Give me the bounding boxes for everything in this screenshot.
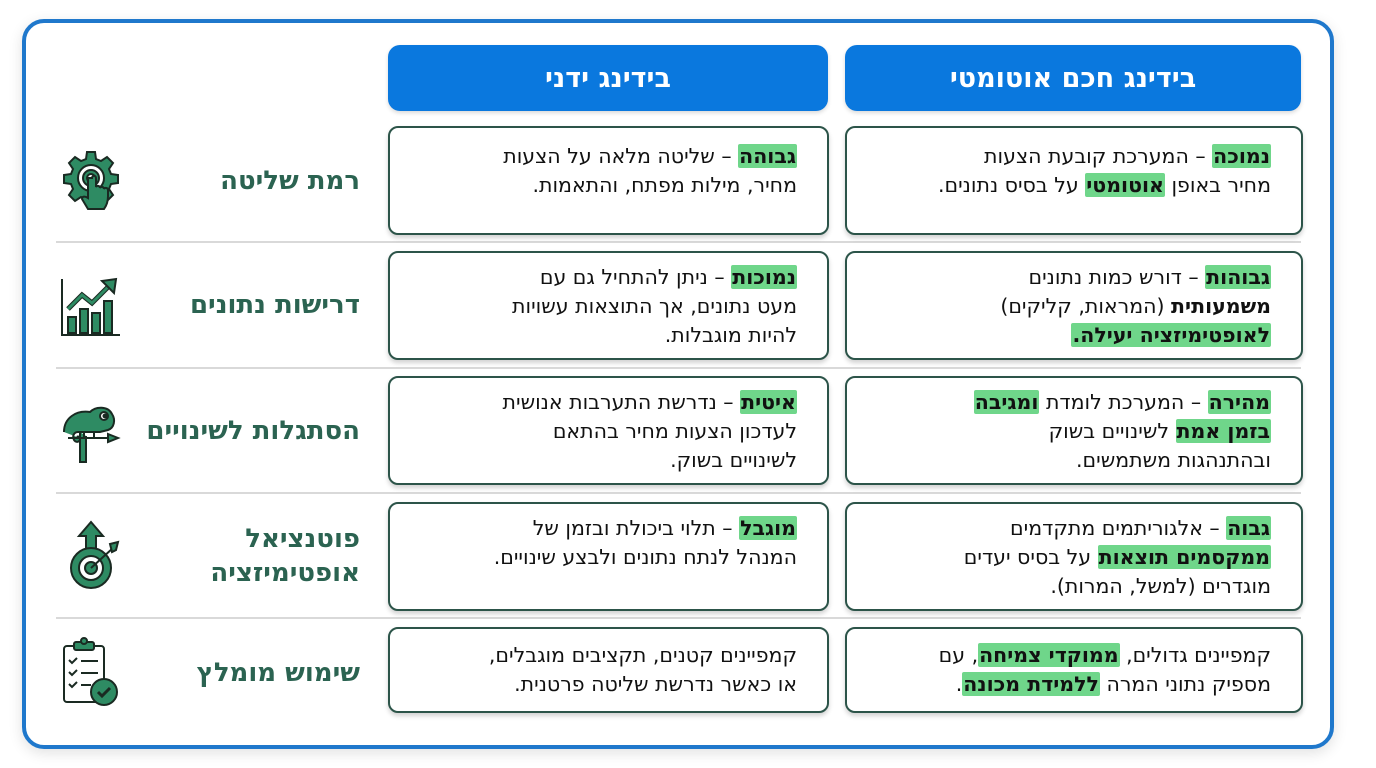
cell-manual-data-requirements: נמוכות – ניתן להתחיל גם עם מעט נתונים, א… — [388, 251, 829, 360]
cell-manual-recommended-use: קמפיינים קטנים, תקציבים מוגבלים, או כאשר… — [388, 627, 829, 713]
cell-manual-control-level: גבוהה – שליטה מלאה על הצעות מחיר, מילות … — [388, 126, 829, 235]
cell-text-segment: מחיר, מילות מפתח, והתאמות. — [532, 173, 797, 197]
cell-text: מוגבל – תלוי ביכולת ובזמן של המנהל לנתח … — [404, 514, 797, 572]
row-label-line: אופטימיזציה — [210, 558, 360, 588]
cell-text-segment: מחיר באופן — [1164, 173, 1271, 197]
cell-manual-optimization-potential: מוגבל – תלוי ביכולת ובזמן של המנהל לנתח … — [388, 502, 829, 611]
cell-manual-adaptation: איטית – נדרשת התערבות אנושית לעדכון הצעו… — [388, 376, 829, 485]
row-label-data-requirements: דרישות נתונים — [189, 290, 360, 320]
cell-text-segment: – דורש כמות נתונים — [1028, 265, 1206, 289]
cell-auto-adaptation: מהירה – המערכת לומדת ומגיבה בזמן אמת לשי… — [845, 376, 1303, 485]
highlight-term: נמוכה — [1212, 144, 1271, 168]
cell-text-segment: על בסיס נתונים. — [937, 173, 1086, 197]
row-label-recommended-use: שימוש מומלץ — [196, 658, 360, 688]
cell-text-segment: לעדכון הצעות מחיר בהתאם — [552, 419, 797, 443]
cell-text-segment: להיות מוגבלות. — [664, 323, 797, 347]
highlight-term: גבוהות — [1205, 265, 1271, 289]
cell-text-segment: המנהל לנתח נתונים ולבצע שינויים. — [493, 545, 797, 569]
highlight-term: ממוקדי צמיחה — [978, 643, 1120, 667]
highlight-term: ללמידת מכונה — [962, 672, 1100, 696]
cell-text-segment: על בסיס יעדים — [963, 545, 1098, 569]
cell-text-segment: מספיק נתוני המרה — [1099, 672, 1271, 696]
cell-text: נמוכות – ניתן להתחיל גם עם מעט נתונים, א… — [404, 263, 797, 350]
cell-text-segment: לשינויים בשוק. — [670, 448, 797, 472]
cell-text-segment: – ניתן להתחיל גם עם — [539, 265, 732, 289]
chameleon-icon — [58, 398, 124, 464]
cell-text-segment: מוגדרים (למשל, המרות). — [1050, 574, 1271, 598]
highlight-term: גבוהה — [738, 144, 797, 168]
highlight-term: גבוה — [1226, 516, 1271, 540]
cell-text: גבוה – אלגוריתמים מתקדמים ממקסמים תוצאות… — [861, 514, 1271, 601]
cell-text-segment: מעט נתונים, אך התוצאות עשויות — [512, 294, 797, 318]
clipboard-checklist-icon — [58, 636, 124, 708]
cell-text-segment: – המערכת לומדת — [1039, 390, 1208, 414]
cell-auto-control-level: נמוכה – המערכת קובעת הצעות מחיר באופן או… — [845, 126, 1303, 235]
column-header-auto-bidding: בידינג חכם אוטומטי — [845, 45, 1301, 111]
cell-text-segment: – נדרשת התערבות אנושית — [502, 390, 741, 414]
cell-text-segment: , עם — [938, 643, 979, 667]
cell-text-segment: לשינויים בשוק — [1048, 419, 1176, 443]
cell-text-segment: – תלוי ביכולת ובזמן של — [532, 516, 740, 540]
cell-auto-optimization-potential: גבוה – אלגוריתמים מתקדמים ממקסמים תוצאות… — [845, 502, 1303, 611]
cell-text: גבוהות – דורש כמות נתונים משמעותית (המרא… — [861, 263, 1271, 350]
column-header-manual-bidding: בידינג ידני — [388, 45, 828, 111]
row-separator — [56, 617, 1301, 619]
row-label-optimization-potential: פוטנציאל אופטימיזציה — [140, 522, 360, 590]
cell-text-segment: . — [955, 672, 963, 696]
cell-text: איטית – נדרשת התערבות אנושית לעדכון הצעו… — [404, 388, 797, 475]
column-header-manual-label: בידינג ידני — [545, 62, 671, 94]
highlight-term: ממקסמים תוצאות — [1097, 545, 1271, 569]
cell-text-segment: – אלגוריתמים מתקדמים — [1010, 516, 1227, 540]
cell-text-segment: או כאשר נדרשת שליטה פרטנית. — [514, 672, 797, 696]
cell-text: גבוהה – שליטה מלאה על הצעות מחיר, מילות … — [404, 142, 797, 200]
row-label-control-level: רמת שליטה — [220, 166, 360, 196]
column-header-auto-label: בידינג חכם אוטומטי — [949, 62, 1197, 94]
cell-auto-recommended-use: קמפיינים גדולים, ממוקדי צמיחה, עם מספיק … — [845, 627, 1303, 713]
cell-text-segment: – שליטה מלאה על הצעות — [503, 144, 739, 168]
cell-text: קמפיינים קטנים, תקציבים מוגבלים, או כאשר… — [404, 641, 797, 699]
highlight-term: לאופטימיזציה יעילה. — [1071, 323, 1271, 347]
growth-chart-icon — [58, 273, 124, 339]
gear-hand-touch-icon — [58, 148, 124, 214]
cell-text-segment: ובהתנהגות משתמשים. — [1075, 448, 1271, 472]
highlight-term: ומגיבה — [973, 390, 1040, 414]
row-label-line: פוטנציאל — [245, 524, 360, 554]
row-separator — [56, 241, 1301, 243]
highlight-term: איטית — [740, 390, 797, 414]
cell-text: נמוכה – המערכת קובעת הצעות מחיר באופן או… — [861, 142, 1271, 200]
row-label-adaptation: הסתגלות לשינויים — [146, 416, 360, 446]
highlight-term: נמוכות — [731, 265, 797, 289]
cell-text-segment: (המראות, קליקים) — [1000, 294, 1172, 318]
cell-auto-data-requirements: גבוהות – דורש כמות נתונים משמעותית (המרא… — [845, 251, 1303, 360]
cell-text-segment: – המערכת קובעת הצעות — [984, 144, 1213, 168]
highlight-term: בזמן אמת — [1175, 419, 1271, 443]
cell-text: קמפיינים גדולים, ממוקדי צמיחה, עם מספיק … — [861, 641, 1271, 699]
cell-text: מהירה – המערכת לומדת ומגיבה בזמן אמת לשי… — [861, 388, 1271, 475]
row-separator — [56, 367, 1301, 369]
cell-text-segment: קמפיינים גדולים, — [1119, 643, 1271, 667]
row-separator — [56, 492, 1301, 494]
target-arrow-up-icon — [58, 520, 124, 592]
bold-term: משמעותית — [1171, 294, 1271, 318]
highlight-term: מוגבל — [739, 516, 797, 540]
cell-text-segment: קמפיינים קטנים, תקציבים מוגבלים, — [488, 643, 797, 667]
highlight-term: מהירה — [1207, 390, 1271, 414]
highlight-term: אוטומטי — [1085, 173, 1165, 197]
